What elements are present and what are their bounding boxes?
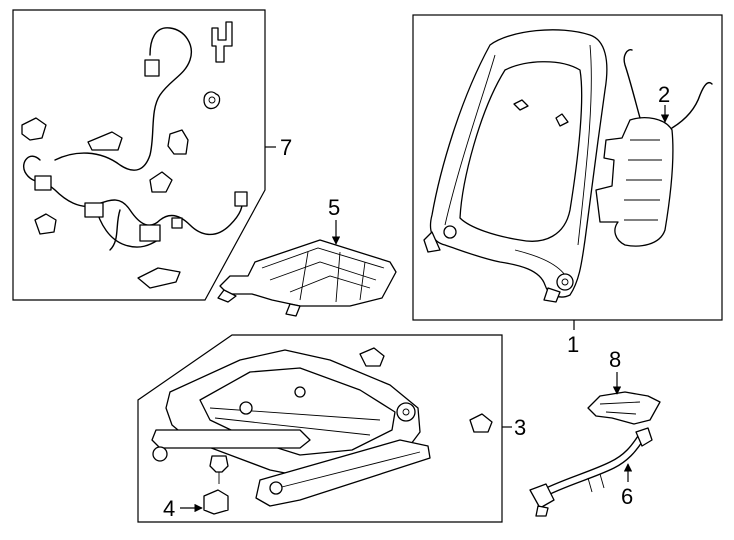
harness-connector-top [144, 59, 160, 77]
seat-rail-right [255, 439, 431, 507]
cushion-pan-group [217, 239, 397, 317]
clip-L-shape [211, 21, 233, 63]
harness-connector-mid [84, 202, 104, 218]
clip-bottom [137, 267, 181, 289]
harness-connector-lower [139, 224, 161, 242]
release-cable [537, 435, 639, 493]
group-7-frame [12, 9, 266, 301]
cable-group [529, 427, 653, 517]
group-3-frame [137, 334, 503, 523]
cushion-pan [219, 239, 397, 307]
side-cover-group [587, 391, 661, 425]
callout-7: 7 [280, 135, 292, 160]
clip-block [167, 129, 189, 155]
callout-2: 2 [658, 82, 670, 107]
callout-4: 4 [163, 496, 175, 521]
callout-5: 5 [328, 195, 340, 220]
seat-rail-left [151, 429, 311, 449]
side-cover [587, 391, 661, 425]
callout-6: 6 [621, 484, 633, 509]
callout-3: 3 [514, 415, 526, 440]
lumbar-support-panel [595, 117, 674, 247]
wire-harness-group [12, 9, 266, 301]
harness-connector-small [171, 217, 183, 229]
seat-track-group [137, 334, 503, 523]
group-1-frame [412, 14, 723, 321]
clip-bottom-left [34, 213, 57, 235]
clip-left [21, 117, 47, 141]
callout-8: 8 [609, 347, 621, 372]
seat-back-frame-group [412, 14, 723, 321]
callout-1: 1 [567, 332, 579, 357]
mounting-bolt [209, 455, 229, 473]
clip-round [203, 91, 221, 110]
clip-angle [87, 131, 123, 151]
clip-hook [149, 171, 173, 193]
track-clip-side [469, 413, 493, 433]
harness-connector-right [234, 191, 248, 207]
trim-cap [203, 489, 229, 515]
harness-connector-left [34, 175, 52, 191]
track-clip-top [359, 347, 385, 367]
